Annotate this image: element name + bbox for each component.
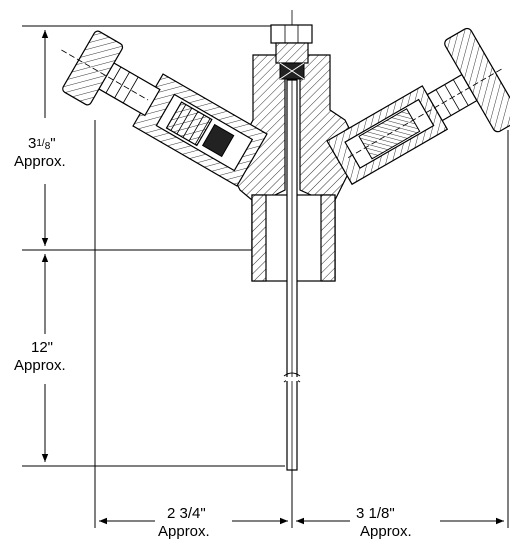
dimension-labels: 31/8" Approx. 12" Approx. 2 3/4" Approx.… bbox=[14, 135, 412, 540]
right-width-approx: Approx. bbox=[360, 523, 412, 540]
top-height-approx: Approx. bbox=[14, 153, 66, 170]
left-width-label: 2 3/4" bbox=[167, 505, 206, 522]
right-width-label: 3 1/8" bbox=[356, 505, 395, 522]
bottom-boss-wall-left bbox=[251, 194, 267, 282]
right-valve-assembly bbox=[326, 27, 510, 186]
right-valve-axis bbox=[347, 67, 505, 158]
left-valve-seat bbox=[201, 123, 235, 158]
stem-length-label: 12" bbox=[31, 339, 53, 356]
dip-tube bbox=[283, 79, 301, 471]
top-height-label: 31/8" bbox=[28, 135, 56, 152]
top-cap-stem bbox=[275, 42, 309, 64]
left-spring-coils bbox=[170, 104, 211, 145]
left-width-approx: Approx. bbox=[158, 523, 210, 540]
horizontal-dimension-lines bbox=[94, 120, 509, 528]
left-valve-axis bbox=[61, 49, 149, 101]
left-valve-assembly bbox=[61, 30, 268, 187]
stem-length-approx: Approx. bbox=[14, 357, 66, 374]
bottom-boss-wall-right bbox=[320, 194, 336, 282]
top-cap-nut bbox=[270, 24, 313, 44]
vertical-dimension-lines bbox=[22, 25, 285, 467]
